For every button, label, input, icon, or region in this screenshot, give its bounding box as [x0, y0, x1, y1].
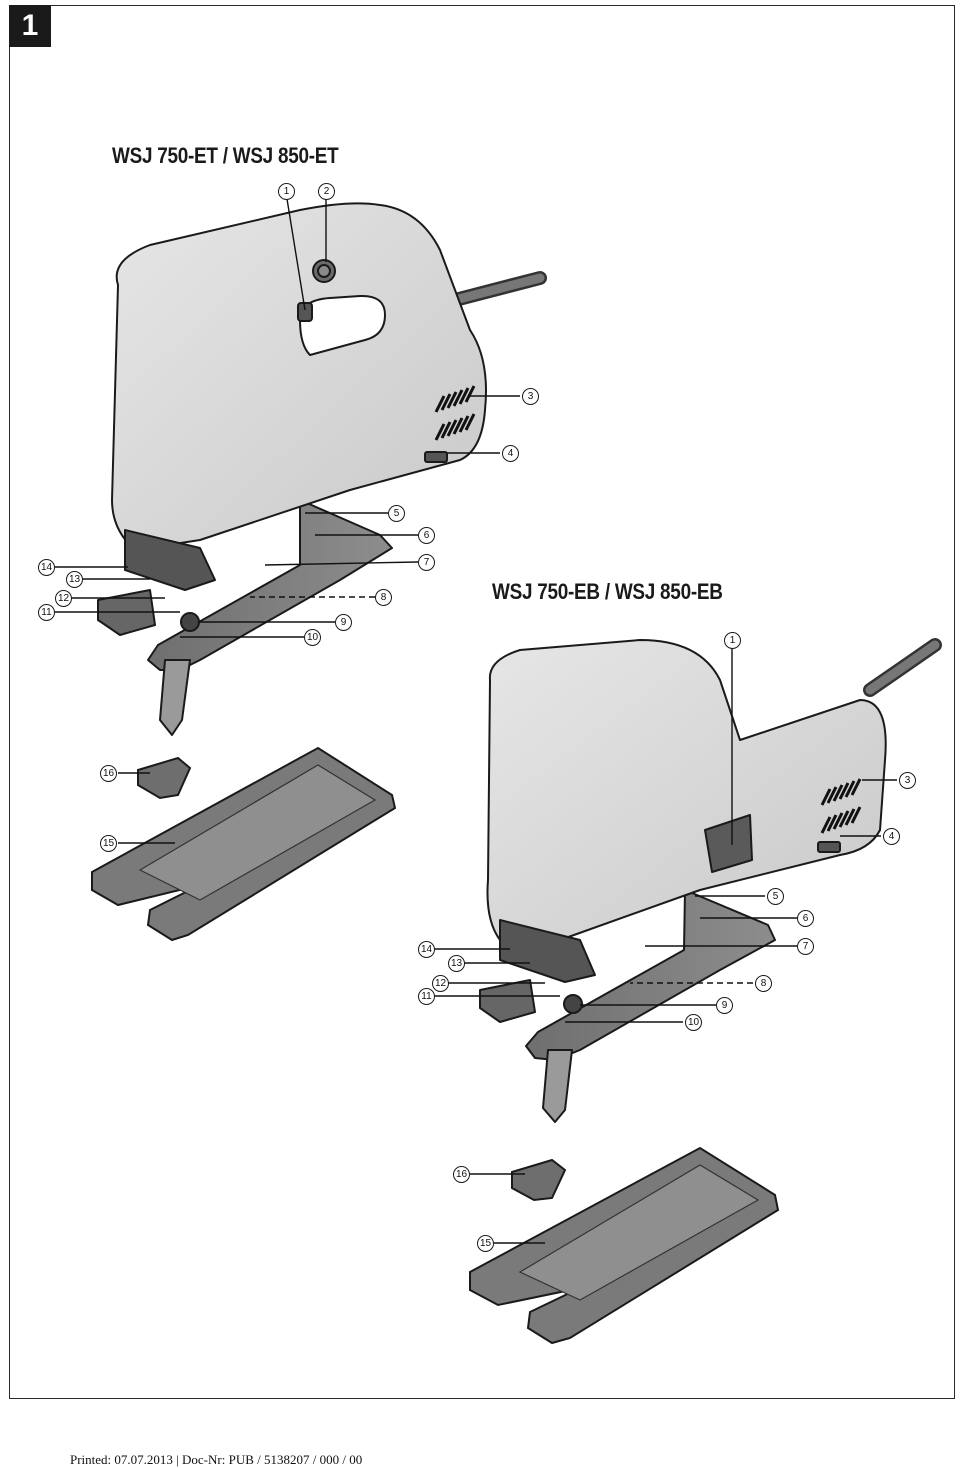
callout-1-et: 1 [278, 183, 295, 200]
callout-7-et: 7 [418, 554, 435, 571]
callout-4-et: 4 [502, 445, 519, 462]
callout-2-et: 2 [318, 183, 335, 200]
leader-lines-eb [434, 648, 897, 1244]
figure-number-badge: 1 [9, 5, 51, 47]
callout-3-eb: 3 [899, 772, 916, 789]
jigsaw-eb [479, 638, 942, 1123]
callout-10-et: 10 [304, 629, 321, 646]
callout-5-et: 5 [388, 505, 405, 522]
callout-11-eb: 11 [418, 988, 435, 1005]
callout-15-et: 15 [100, 835, 117, 852]
callout-12-et: 12 [55, 590, 72, 607]
sliding-shoe-et [91, 746, 397, 942]
callout-11-et: 11 [38, 604, 55, 621]
callout-16-eb: 16 [453, 1166, 470, 1183]
callout-9-eb: 9 [716, 997, 733, 1014]
splinter-guard-eb [511, 1158, 567, 1202]
page-frame [9, 5, 955, 1399]
jigsaw-et [97, 202, 547, 736]
callout-14-et: 14 [38, 559, 55, 576]
callout-14-eb: 14 [418, 941, 435, 958]
callout-13-et: 13 [66, 571, 83, 588]
callout-7-eb: 7 [797, 938, 814, 955]
model-title-et: WSJ 750-ET / WSJ 850-ET [112, 143, 339, 168]
sliding-shoe-eb [469, 1146, 780, 1345]
callout-13-eb: 13 [448, 955, 465, 972]
callout-16-et: 16 [100, 765, 117, 782]
callout-10-eb: 10 [685, 1014, 702, 1031]
model-title-eb: WSJ 750-EB / WSJ 850-EB [492, 579, 723, 604]
callout-12-eb: 12 [432, 975, 449, 992]
callout-3-et: 3 [522, 388, 539, 405]
leader-lines-et [55, 198, 520, 844]
splinter-guard-et [137, 756, 192, 800]
callout-6-eb: 6 [797, 910, 814, 927]
callout-15-eb: 15 [477, 1235, 494, 1252]
callout-8-eb: 8 [755, 975, 772, 992]
callout-9-et: 9 [335, 614, 352, 631]
callout-6-et: 6 [418, 527, 435, 544]
callout-8-et: 8 [375, 589, 392, 606]
callout-1-eb: 1 [724, 632, 741, 649]
callout-4-eb: 4 [883, 828, 900, 845]
footer-print-info: Printed: 07.07.2013 | Doc-Nr: PUB / 5138… [70, 1452, 363, 1467]
callout-5-eb: 5 [767, 888, 784, 905]
